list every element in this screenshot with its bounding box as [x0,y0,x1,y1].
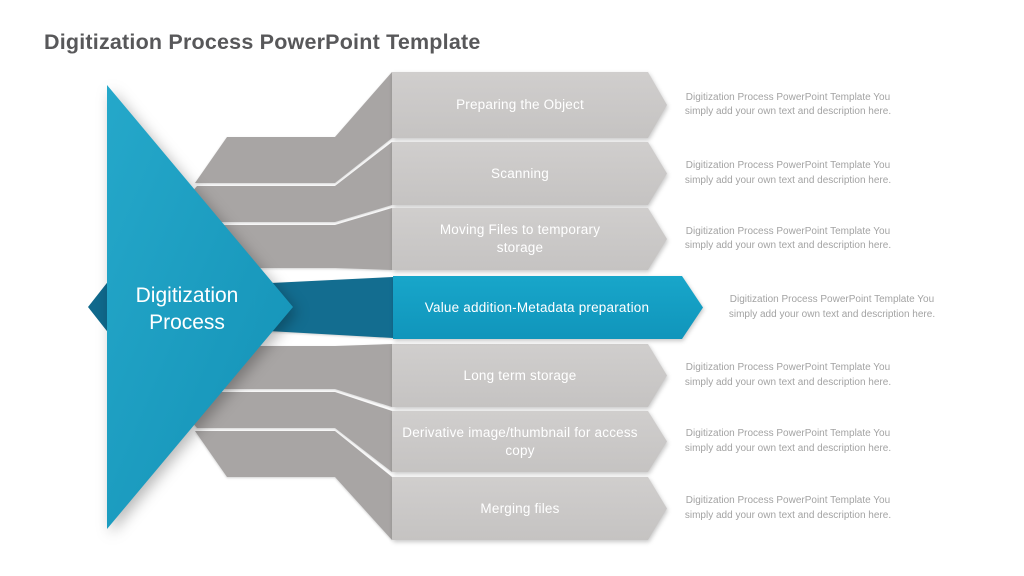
process-arrow-3[interactable] [393,276,703,339]
step-label-5[interactable]: Derivative image/thumbnail for access co… [402,424,638,458]
step-description-3[interactable]: Digitization Process PowerPoint Template… [728,294,936,320]
process-arrow-5[interactable] [392,411,667,472]
step-label-0[interactable]: Preparing the Object [456,97,584,113]
main-triangle[interactable] [107,85,293,529]
connector-band-6 [195,431,392,540]
connector-band-0 [195,72,392,183]
step-label-1[interactable]: Scanning [491,165,549,181]
step-label-2[interactable]: Moving Files to temporary storage [439,222,601,255]
step-description-6[interactable]: Digitization Process PowerPoint Template… [684,495,892,521]
step-description-2[interactable]: Digitization Process PowerPoint Template… [684,225,892,252]
step-label-6[interactable]: Merging files [480,500,560,516]
process-arrow-1[interactable] [392,142,667,205]
connector-band-1 [167,142,392,222]
step-description-0[interactable]: Digitization Process PowerPoint Template… [684,91,892,118]
step-label-4[interactable]: Long term storage [463,367,577,383]
process-arrow-0[interactable] [392,72,667,138]
center-label[interactable]: Digitization Process [135,283,239,334]
connector-band-5 [167,392,392,472]
slide-title[interactable]: Digitization Process PowerPoint Template [44,30,481,54]
process-arrow-2[interactable] [392,208,667,270]
process-arrow-4[interactable] [392,344,667,407]
step-label-3[interactable]: Value addition-Metadata preparation [424,299,650,315]
step-description-5[interactable]: Digitization Process PowerPoint Template… [684,428,892,454]
connector-band-3 [250,277,393,338]
step-description-4[interactable]: Digitization Process PowerPoint Template… [684,362,892,388]
step-description-1[interactable]: Digitization Process PowerPoint Template… [684,160,892,186]
process-arrow-6[interactable] [392,477,667,540]
